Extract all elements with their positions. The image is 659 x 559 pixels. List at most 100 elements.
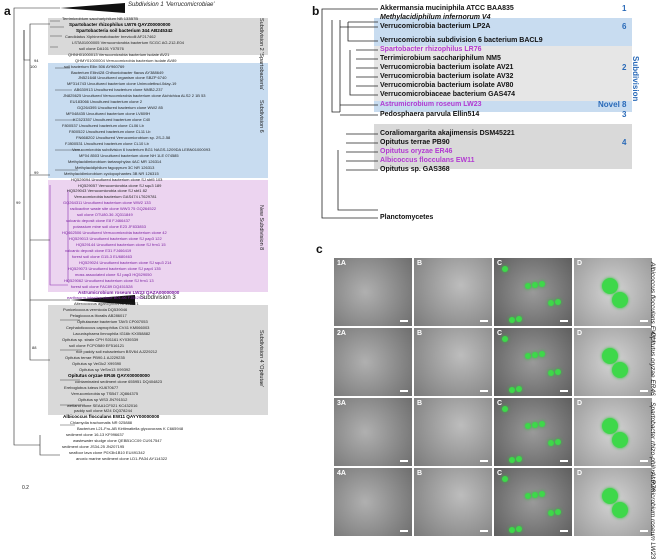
- b-taxon-label: Verrucomicrobia subdivision 6 bacterium …: [380, 37, 543, 44]
- scale-bar: [480, 530, 488, 532]
- taxon-label: wetland clone SEAA1CF021 KC432016: [67, 402, 138, 408]
- taxon-label: EU183066 Uncultured bacterium clone 2: [70, 99, 143, 105]
- fluorescent-cell: [539, 351, 545, 357]
- fluorescent-cell: [502, 266, 508, 272]
- fluorescent-cell: [539, 421, 545, 427]
- micrograph-label: C: [497, 260, 503, 267]
- taxon-label: HQ529073 Uncultured bacterium clone SJ p…: [68, 265, 161, 271]
- fluorescent-cell: [532, 282, 538, 288]
- taxon-label: moss associated clone SJ pap3 HQ529050: [75, 271, 152, 277]
- micrograph-tile: C: [494, 398, 572, 466]
- taxon-label: soil clone OTU80-36 JQ311849: [77, 212, 133, 218]
- taxon-label: QHMY01000004 Verrucomicrobia bacterium i…: [75, 57, 177, 63]
- subdivision-6-band: [48, 63, 268, 178]
- b-taxon-label: Verrucomicrobia bacterium isolate AV32: [380, 73, 514, 80]
- micrograph-label: D: [577, 470, 583, 477]
- taxon-label: Opitutus sp VeSm13 X99392: [79, 366, 131, 372]
- b-group-4-band: [374, 124, 632, 169]
- taxon-label: Albicoccus flocculans EW11 QAYY00000000: [63, 414, 160, 420]
- fluorescent-cell: [509, 387, 515, 393]
- fluorescent-cell: [516, 386, 522, 392]
- subdivision-3-wedge: [70, 295, 135, 305]
- taxon-label: HQ529094 Uncultured bacterium clone SJ s…: [71, 176, 163, 182]
- row-caption: Astrumicrobium roseum LW23: [649, 472, 656, 559]
- panel-b-tree: [321, 8, 378, 219]
- taxon-label: Opitutus sp WS3 JN791512: [78, 396, 128, 402]
- fluorescent-cell: [555, 439, 561, 445]
- fluorescent-cell: [532, 422, 538, 428]
- fluorescent-cell: [612, 362, 628, 378]
- micrograph-tile: B: [414, 328, 492, 396]
- taxon-label: Spartobacteria soil bacterium 344 AB2453…: [76, 27, 173, 33]
- taxon-label: HQ529062 Uncultured bacterium clone SJ f…: [64, 277, 154, 283]
- row-caption: Opitutus oryzae ER46: [649, 332, 656, 396]
- taxon-label: Verrucomicrobia bacterium GAS474 LT62978…: [74, 194, 157, 200]
- subdivision-1-wedge: [60, 3, 125, 13]
- panel-c-letter: c: [316, 242, 323, 256]
- taxon-label: JN521648 Uncultured organism clone SBZP …: [78, 75, 167, 81]
- taxon-label: seafloor lava clone P0X3b1B10 EU491342: [69, 450, 145, 456]
- bootstrap-value: 88: [32, 345, 37, 350]
- fluorescent-cell: [602, 418, 618, 434]
- micrograph-label: 4A: [337, 470, 346, 477]
- micrograph-tile: D: [574, 468, 652, 536]
- bootstrap-value: 94: [34, 58, 39, 63]
- taxon-label: contaminated sediment clone 655951 DQ404…: [75, 378, 162, 384]
- taxon-label: F800537 Uncultured bacterium clone CL06 …: [62, 123, 144, 129]
- fluorescent-cell: [516, 526, 522, 532]
- taxon-label: HQ529043 Verrucomicrobia clone SJ sbt1 8…: [67, 188, 148, 194]
- micrograph-label: 3A: [337, 400, 346, 407]
- fluorescent-cell: [539, 281, 545, 287]
- taxon-label: volcanic deposit clone E8 FJ466437: [66, 218, 131, 224]
- taxon-label: Pelagicoccus litoralis AB286017: [70, 313, 127, 319]
- taxon-label: HQ462506 Uncultured Verrucomicrobia bact…: [62, 230, 167, 236]
- taxon-label: MF314743 Uncultured bacterium clone Unim…: [67, 81, 177, 87]
- b-taxon-label: Verrucomicrobia bacterium isolate AV80: [380, 82, 514, 89]
- micrograph-label: D: [577, 330, 583, 337]
- fluorescent-cell: [602, 278, 618, 294]
- b-taxon-label: Methylacidiphilum infernorum V4: [380, 14, 491, 21]
- taxon-label: HQ529057 Verrucomicrobia clone SJ squ3 1…: [78, 182, 162, 188]
- scale-bar: [640, 460, 648, 462]
- bootstrap-value: 99: [34, 170, 39, 175]
- micrograph-label: 2A: [337, 330, 346, 337]
- b-taxon-label: Opitutus oryzae ER46: [380, 148, 453, 155]
- b-taxon-label: Planctomycetes: [380, 214, 434, 221]
- taxon-label: Bacterium L21-Fru-AB Kiritimatiella glyc…: [77, 426, 184, 432]
- taxon-label: JN825625 Uncultured Verrucomicrobia bact…: [63, 93, 206, 99]
- scale-bar: [400, 530, 408, 532]
- subdivision-1-label: Subdivision 1 'Verrucomicrobiae': [128, 2, 215, 8]
- bootstrap-value: 100: [30, 64, 37, 69]
- b-group-number: 6: [622, 22, 627, 31]
- micrograph-label: B: [417, 330, 423, 337]
- fluorescent-cell: [516, 456, 522, 462]
- fluorescent-cell: [548, 370, 554, 376]
- micrograph-label: B: [417, 400, 423, 407]
- b-taxon-label: Pedosphaera parvula Ellin514: [380, 111, 480, 118]
- micrograph-label: B: [417, 260, 423, 267]
- taxon-label: soil clone FCPO589 EF516121: [69, 343, 125, 349]
- fluorescent-cell: [602, 488, 618, 504]
- taxon-label: Bacterium Ellin428 Chthoniobacter flavus…: [71, 69, 164, 75]
- b-group-number: 1: [622, 4, 627, 13]
- micrograph-label: D: [577, 400, 583, 407]
- micrograph-tile: C: [494, 258, 572, 326]
- b-taxon-label: Opitutus sp. GAS368: [380, 166, 450, 173]
- taxon-label: Methylacidimicrobium cyclopophantes 3B N…: [64, 170, 159, 176]
- bootstrap-value: 99: [16, 200, 21, 205]
- taxon-label: Opitutaceae bacterium TAV5 CP007053: [77, 319, 148, 325]
- taxon-label: earthworm intestine clone B01-06 FJ54293…: [67, 295, 146, 301]
- fluorescent-cell: [532, 492, 538, 498]
- b-subdivision-label: Subdivision: [631, 56, 640, 102]
- scale-bar: [480, 390, 488, 392]
- b-taxon-label: Terrimicrobium sacchariphilum NM5: [380, 55, 501, 62]
- b-group-number: 4: [622, 138, 627, 147]
- taxon-label: GQ264311 Uncultured bacterium clone WW2 …: [63, 200, 151, 206]
- taxon-label: paddy soil clone M24 DQ378244: [74, 408, 133, 414]
- taxon-label: Opitutus sp. strain CPH S01161 KY039339: [62, 337, 139, 343]
- scale-bar: [400, 460, 408, 462]
- micrograph-label: B: [417, 470, 423, 477]
- fluorescent-cell: [509, 457, 515, 463]
- b-taxon-label: Coraliomargarita akajimensis DSM45221: [380, 130, 515, 137]
- fluorescent-cell: [525, 423, 531, 429]
